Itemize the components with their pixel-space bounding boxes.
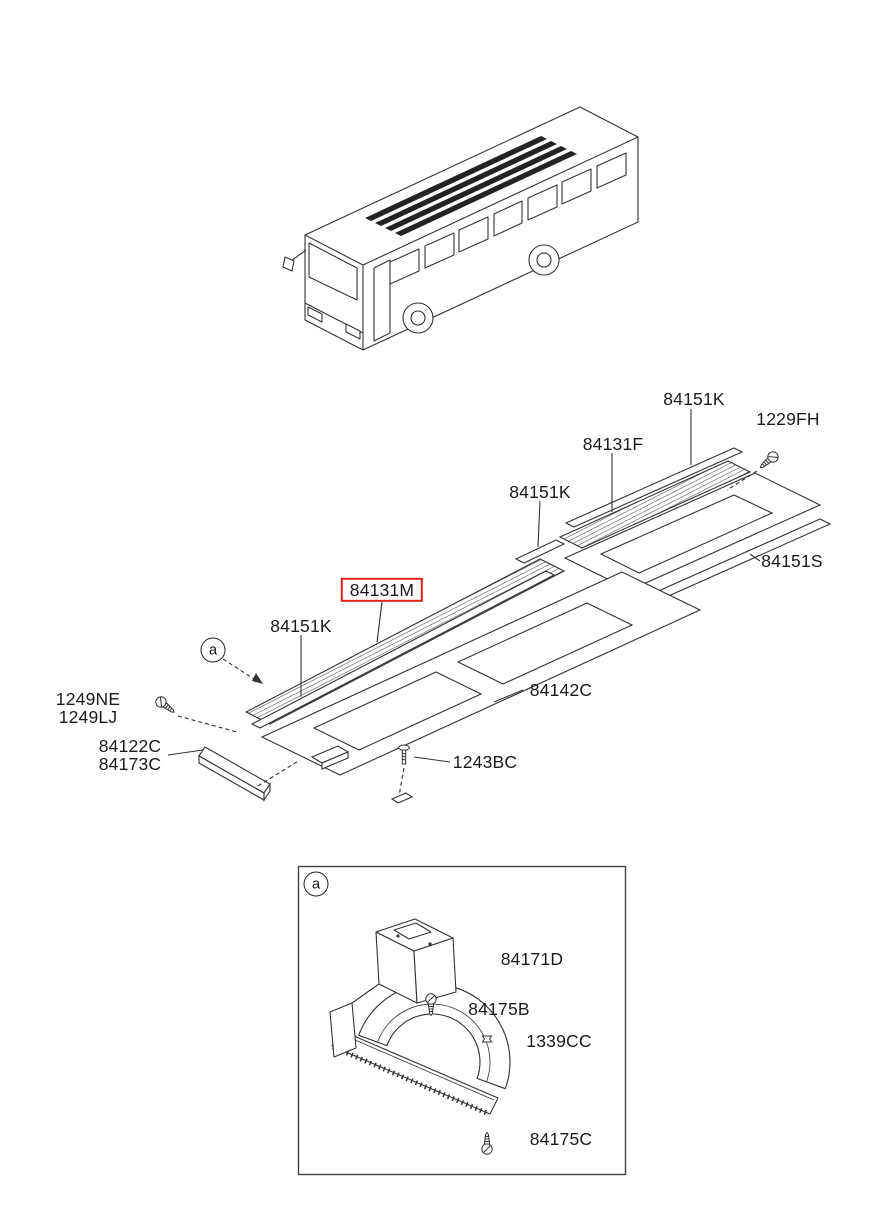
part-label-84173C[interactable]: 84173C [98, 753, 162, 774]
part-label-84142C[interactable]: 84142C [529, 679, 593, 700]
detail-marker-a: a [303, 871, 329, 897]
part-label-84175B[interactable]: 84175B [468, 998, 530, 1019]
part-label-1243BC[interactable]: 1243BC [452, 751, 518, 772]
frame-84142C-drawing [260, 571, 702, 776]
bus-wheels [402, 244, 560, 334]
clip-drawing [390, 792, 414, 804]
view-marker-arrowhead [252, 673, 263, 684]
part-label-84131M-highlighted[interactable]: 84131M [340, 577, 424, 603]
part-label-84151K-rear[interactable]: 84151K [663, 388, 725, 409]
bolt-1243BC-icon [398, 744, 410, 765]
part-label-84151S[interactable]: 84151S [761, 550, 823, 571]
bus-roof-mat-bands [365, 136, 577, 236]
part-label-1229FH[interactable]: 1229FH [756, 408, 820, 429]
part-label-1339CC[interactable]: 1339CC [526, 1030, 592, 1051]
view-marker-a: a [200, 637, 226, 663]
part-label-1249LJ[interactable]: 1249LJ [58, 706, 118, 727]
part-label-84122C[interactable]: 84122C [98, 735, 162, 756]
strip-84151K-front-drawing [250, 570, 556, 729]
frame-rear-section-drawing [563, 472, 822, 591]
part-label-1249NE[interactable]: 1249NE [55, 688, 121, 709]
strip-84151K-rear-drawing [564, 447, 744, 528]
mat-84131F-drawing [558, 460, 752, 549]
part-label-84151K-front[interactable]: 84151K [270, 615, 332, 636]
screw-1229FH-icon [756, 449, 781, 473]
detail-part-drawing [329, 918, 511, 1117]
part-label-84131F[interactable]: 84131F [582, 433, 644, 454]
bus-side-windows [389, 152, 627, 285]
strip-84151K-mid-drawing [514, 539, 566, 564]
part-label-84171D[interactable]: 84171D [500, 948, 564, 969]
bar-84122C-drawing [198, 746, 271, 802]
part-label-84175C[interactable]: 84175C [529, 1128, 593, 1149]
bus-mirror [282, 256, 295, 272]
bracket-drawing [310, 745, 350, 770]
bus-illustration [282, 106, 639, 351]
screw-1249NE-icon [153, 694, 178, 717]
part-label-84151K-mid[interactable]: 84151K [509, 481, 571, 502]
